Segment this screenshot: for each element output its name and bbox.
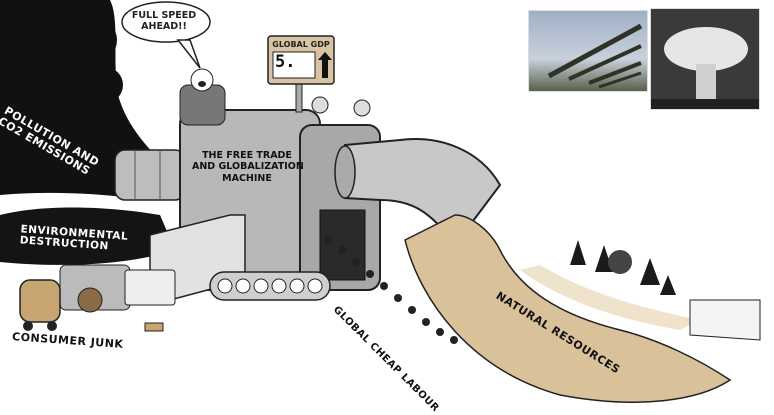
speech-bubble: [121, 1, 211, 69]
workers-line: [324, 236, 458, 344]
missiles-photo: [528, 10, 648, 92]
mushroom-cloud-photo: [650, 8, 760, 110]
driver-figure: [179, 68, 226, 126]
machine-label: THE FREE TRADE AND GLOBALIZATION MACHINE: [192, 150, 304, 184]
explosion-icon: [651, 27, 759, 109]
speech-bubble-text: FULL SPEED AHEAD!!: [131, 10, 197, 33]
gdp-sign-value: 5.: [275, 52, 296, 72]
gdp-sign-title: GLOBAL GDP: [272, 40, 330, 49]
destroyed-ground: [0, 207, 175, 265]
consumer-junk-pile: [19, 264, 176, 332]
pollution-smoke-cloud: [0, 0, 160, 200]
exhaust-pipe: [114, 149, 186, 201]
missile-icon: [547, 23, 643, 89]
natural-resources-stream: [404, 214, 761, 403]
gdp-sign: [267, 35, 335, 113]
